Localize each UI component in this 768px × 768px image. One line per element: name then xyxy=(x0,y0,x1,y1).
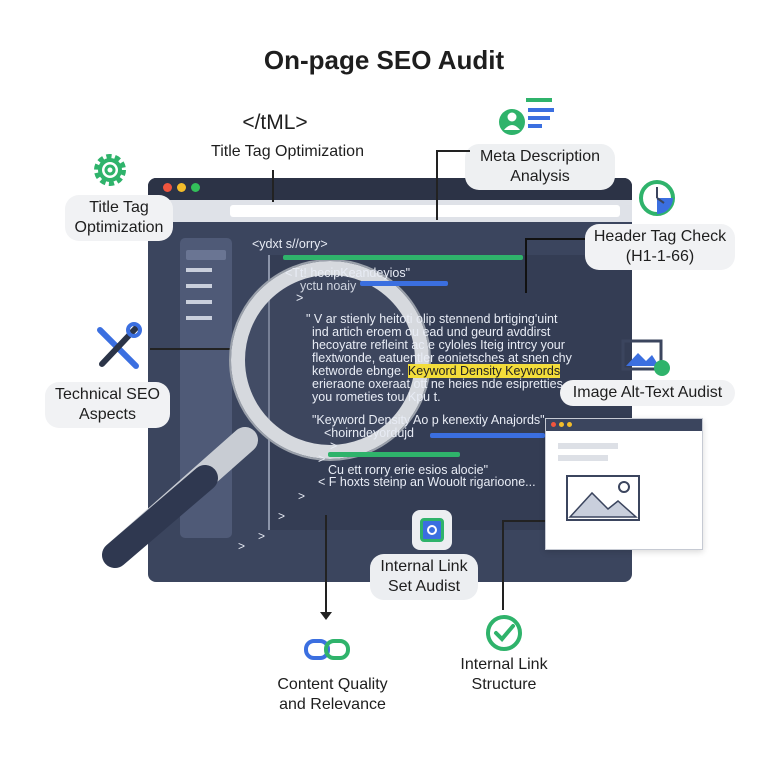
window-dot-yellow xyxy=(559,422,564,427)
code-line: <hoirndeyordujd xyxy=(324,426,414,440)
label-line: Internal Link xyxy=(460,656,548,673)
window-dot-green[interactable] xyxy=(191,183,200,192)
arrow-down-icon xyxy=(320,612,332,620)
technical-seo-label: Technical SEO Aspects xyxy=(45,382,170,428)
image-alt-label: Image Alt-Text Audist xyxy=(560,380,735,406)
text-placeholder xyxy=(558,443,618,449)
blue-bar xyxy=(430,433,545,438)
label-line: and Relevance xyxy=(279,696,386,713)
label-line: Title Tag xyxy=(89,199,149,216)
html-tag-label: </tML> xyxy=(242,111,308,134)
svg-text:>: > xyxy=(278,509,285,523)
landscape-image-icon xyxy=(566,475,640,521)
green-bar xyxy=(283,255,523,260)
blue-bar xyxy=(360,281,448,286)
connector-line xyxy=(502,520,504,610)
code-line: you rometies tou Kpu t. xyxy=(312,390,441,404)
preview-title-bar xyxy=(546,419,702,431)
label-line: Optimization xyxy=(74,219,164,236)
svg-text:>: > xyxy=(298,489,305,503)
code-line: <ydxt s//orry> xyxy=(252,237,328,251)
clock-icon xyxy=(639,180,675,216)
connector-line xyxy=(525,238,527,293)
code-line: ind artich eroem ou ead und geurd avddir… xyxy=(312,325,551,339)
title-tag-label-top: Title Tag Optimization xyxy=(211,143,364,160)
connector-line xyxy=(325,515,327,615)
content-quality-label: Content Quality and Relevance xyxy=(255,675,410,715)
user-profile-icon xyxy=(499,98,554,135)
code-line: erieraone oxeraat ott ne heies nde esipr… xyxy=(312,377,563,391)
code-line: ketworde ebnge. xyxy=(312,364,405,378)
window-dot-yellow[interactable] xyxy=(177,183,186,192)
connector-line xyxy=(272,170,274,202)
connector-line xyxy=(150,348,230,350)
code-line: > xyxy=(318,452,326,466)
internal-link-icon-bg xyxy=(412,510,452,550)
gear-icon xyxy=(94,154,126,186)
code-line: flextwonde, eatuentler eonietsches at sn… xyxy=(312,351,572,365)
address-bar[interactable] xyxy=(230,205,620,217)
code-line: yctu noaiy xyxy=(300,279,357,293)
header-tag-label: Header Tag Check (H1-1-66) xyxy=(585,224,735,270)
svg-text:>: > xyxy=(238,539,245,553)
label-line: Technical SEO xyxy=(55,386,160,403)
page-title: On-page SEO Audit xyxy=(263,45,505,75)
label-line: Set Audist xyxy=(387,578,461,595)
checkmark-icon xyxy=(486,615,522,651)
connector-line xyxy=(436,150,438,220)
window-dot-yellow xyxy=(567,422,572,427)
label-line: Meta Description xyxy=(479,148,601,165)
label-line: Internal Link xyxy=(380,558,468,575)
wrench-screwdriver-icon xyxy=(97,322,142,369)
label-line: (H1-1-66) xyxy=(625,248,695,265)
window-dot-red[interactable] xyxy=(163,183,172,192)
code-line: Cu ett rorry erie esios alocie" xyxy=(328,463,489,477)
label-line: Analysis xyxy=(510,168,570,185)
connector-line xyxy=(525,238,585,240)
label-line: Content Quality xyxy=(277,676,388,693)
code-line: " V ar stienly heitoti olip stennend brt… xyxy=(306,312,558,326)
sidebar-item[interactable] xyxy=(186,250,226,260)
highlighted-keyword: Keyword Density Keywords xyxy=(407,364,561,378)
window-dot-red xyxy=(551,422,556,427)
code-line: "Keyword Density Ao p kenextiy Anajords" xyxy=(312,413,545,427)
sidebar-item[interactable] xyxy=(186,268,212,272)
code-line: > xyxy=(296,291,304,305)
label-line: Header Tag Check xyxy=(593,228,727,245)
link-icon xyxy=(304,639,350,660)
text-placeholder xyxy=(558,455,608,461)
code-line: <Tt! hecipKeandeyios" xyxy=(285,266,410,280)
sidebar-item[interactable] xyxy=(186,300,212,304)
code-line: > xyxy=(330,439,338,453)
code-line: hecoyatre refleint ac e cyloles Iteig in… xyxy=(312,338,565,352)
connector-line xyxy=(436,150,470,152)
label-line: Structure xyxy=(471,676,537,693)
sidebar-item[interactable] xyxy=(186,284,212,288)
code-line: < F hoxts steinp an Wouolt rigarioone... xyxy=(318,475,536,489)
label-line: Aspects xyxy=(79,406,136,423)
svg-text:>: > xyxy=(258,529,265,543)
image-icon xyxy=(621,339,670,376)
internal-link-icon xyxy=(420,518,444,542)
green-bar xyxy=(328,452,460,457)
sidebar-item[interactable] xyxy=(186,316,212,320)
connector-line xyxy=(502,520,545,522)
image-preview-window xyxy=(545,418,703,550)
